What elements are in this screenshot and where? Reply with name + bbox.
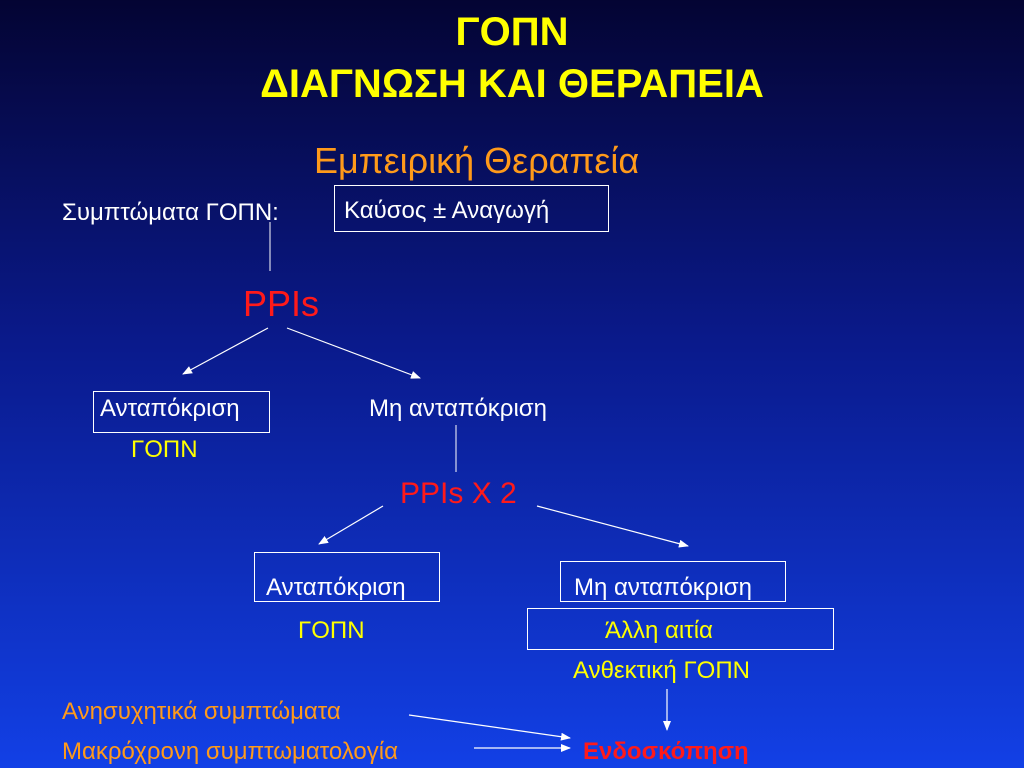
title-line-1: ΓΟΠΝ <box>455 10 569 54</box>
no-response-2-box <box>560 561 786 602</box>
arrow-ppis-no-response-1 <box>286 327 421 379</box>
subtitle: Εμπειρική Θεραπεία <box>314 140 640 181</box>
endoscopy-label: Ενδοσκόπηση <box>583 738 749 765</box>
no-response-1-label: Μη ανταπόκριση <box>369 395 547 422</box>
gopn-1-label: ΓΟΠΝ <box>131 436 198 463</box>
other-cause-label: Άλλη αιτία <box>605 617 713 644</box>
arrow-ppis-x2-no-response-2 <box>536 505 689 548</box>
symptoms-box-text: Καύσος ± Αναγωγή <box>344 197 550 224</box>
gopn-2-label: ΓΟΠΝ <box>298 617 365 644</box>
resistant-gopn-label: Ανθεκτική ΓΟΠΝ <box>573 657 750 684</box>
arrow-ppis-x2-response-2 <box>318 505 384 545</box>
response-2-box <box>254 552 440 602</box>
title-line-2: ΔΙΑΓΝΩΣΗ ΚΑΙ ΘΕΡΑΠΕΙΑ <box>260 62 764 106</box>
arrow-ppis-response-1 <box>182 327 269 375</box>
alarming-symptoms-label: Ανησυχητικά συμπτώματα <box>62 698 341 725</box>
response-1-box <box>93 391 270 433</box>
ppis-x2-label: PPIs X 2 <box>400 477 517 510</box>
arrow-alarming-endoscopy <box>408 714 571 741</box>
ppis-label: PPIs <box>243 283 320 324</box>
no-response-2-label: Μη ανταπόκριση <box>574 574 752 601</box>
symptoms-label: Συμπτώματα ΓΟΠΝ: <box>62 199 279 226</box>
response-1-label: Ανταπόκριση <box>100 395 240 422</box>
other-cause-box <box>527 608 834 650</box>
response-2-label: Ανταπόκριση <box>266 574 406 601</box>
long-term-symptoms-label: Μακρόχρονη συμπτωματολογία <box>62 738 398 765</box>
symptoms-box <box>334 185 609 232</box>
